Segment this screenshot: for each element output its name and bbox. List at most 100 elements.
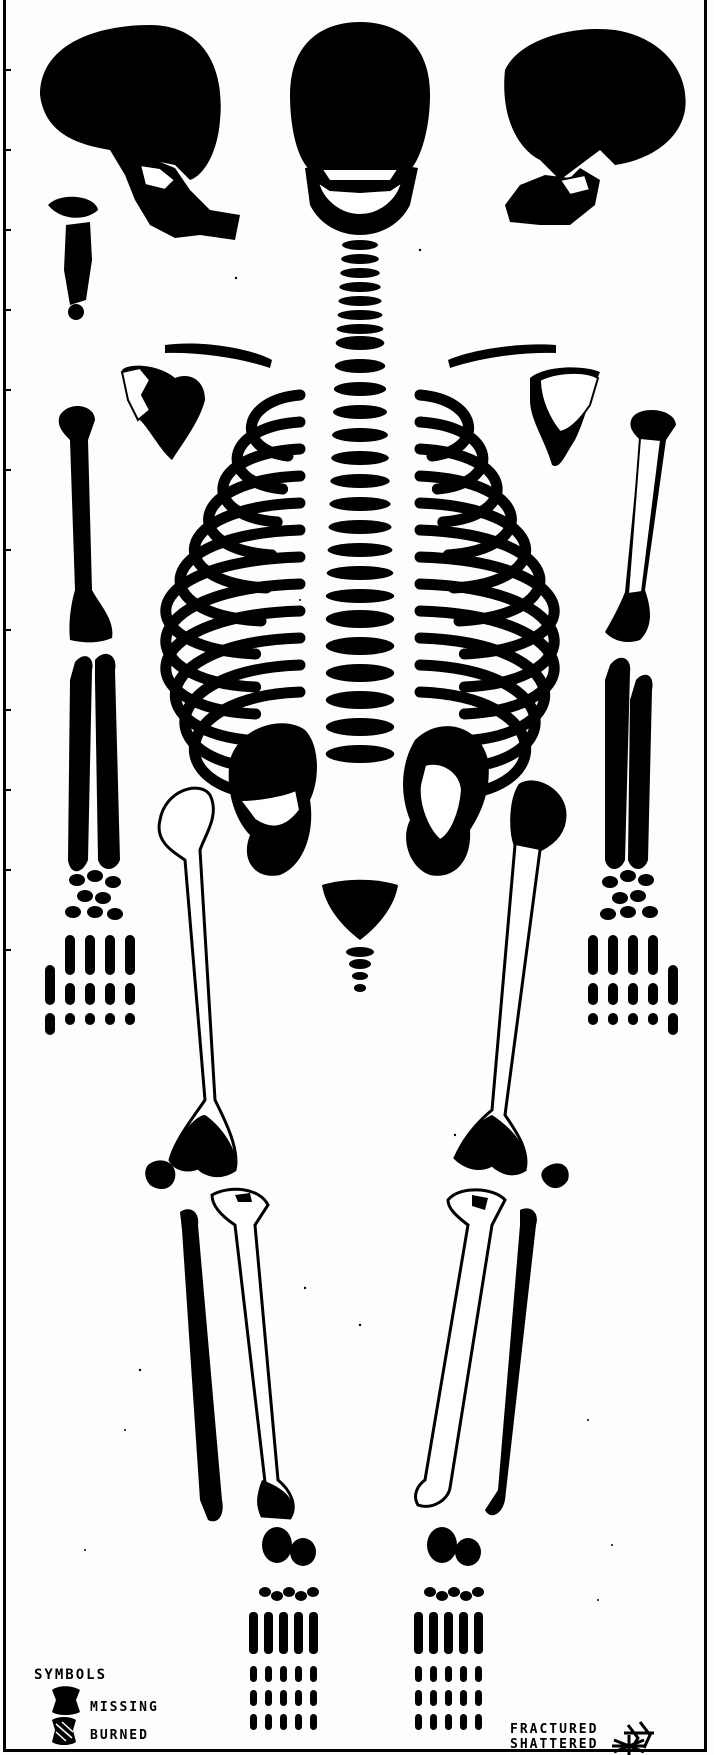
tarsal-bone <box>271 1591 283 1601</box>
carpal-bone <box>77 890 93 902</box>
phalanx <box>45 1013 55 1035</box>
phalanx <box>105 1013 115 1025</box>
phalanx <box>668 965 678 1005</box>
phalanx <box>125 935 135 975</box>
toe-phalanx <box>280 1666 287 1682</box>
carpal-bone <box>69 874 85 886</box>
tarsal-bone <box>307 1587 319 1597</box>
carpal-bone <box>602 876 618 888</box>
toe-phalanx <box>445 1666 452 1682</box>
coccyx <box>346 947 374 992</box>
sacrum <box>322 880 398 940</box>
legend-label-fractured: FRACTURED <box>510 1722 598 1737</box>
border-tick-marks <box>3 70 11 950</box>
phalanx <box>85 1013 95 1025</box>
legend-label-shattered: SHATTERED <box>510 1737 598 1752</box>
forearm-right-ulna <box>628 675 653 869</box>
phalanx <box>65 935 75 975</box>
metatarsal <box>414 1612 423 1654</box>
clavicle-right <box>448 344 556 368</box>
metatarsal <box>444 1612 453 1654</box>
phalanx <box>65 1013 75 1025</box>
humerus-left <box>59 406 113 642</box>
toe-phalanx <box>265 1690 272 1706</box>
tarsal-bone <box>283 1587 295 1597</box>
vertebra <box>331 451 389 465</box>
phalanx <box>608 983 618 1005</box>
femur-left <box>159 788 236 1176</box>
vertebra <box>338 296 381 306</box>
talus <box>455 1538 481 1566</box>
tarsal-bone <box>259 1587 271 1597</box>
shattered-symbol-icon <box>612 1735 646 1755</box>
forearm-right-radius <box>605 658 630 869</box>
toe-phalanx <box>250 1666 257 1682</box>
carpal-bone <box>87 906 103 918</box>
legend-label-missing: MISSING <box>90 1700 159 1715</box>
phalanx <box>608 1013 618 1025</box>
missing-symbol-icon <box>52 1686 80 1715</box>
vertebra <box>326 745 394 763</box>
foot-left <box>249 1527 319 1730</box>
calcaneus <box>427 1527 457 1563</box>
toe-phalanx <box>265 1666 272 1682</box>
toe-phalanx <box>460 1666 467 1682</box>
metatarsal <box>429 1612 438 1654</box>
vertebra <box>332 428 388 442</box>
vertebra <box>341 254 379 264</box>
tibia-left <box>212 1189 293 1518</box>
fibula-left <box>180 1209 223 1521</box>
hand-left <box>45 870 135 1035</box>
metatarsal <box>459 1612 468 1654</box>
talus <box>290 1538 316 1566</box>
vertebra <box>337 324 384 334</box>
hip-bone-right <box>403 726 489 876</box>
toe-phalanx <box>280 1714 287 1730</box>
forearm-left-radius <box>68 656 93 871</box>
toe-phalanx <box>430 1714 437 1730</box>
toe-phalanx <box>415 1714 422 1730</box>
vertebra <box>326 610 394 628</box>
phalanx <box>45 965 55 1005</box>
legend-label-burned: BURNED <box>90 1728 149 1743</box>
toe-phalanx <box>475 1714 482 1730</box>
vertebra <box>336 336 385 350</box>
tibia-right <box>416 1190 505 1506</box>
phalanx <box>648 1013 658 1025</box>
foot-right <box>414 1527 484 1730</box>
metatarsal <box>309 1612 318 1654</box>
calcaneus <box>262 1527 292 1563</box>
carpal-bone <box>638 874 654 886</box>
toe-phalanx <box>295 1690 302 1706</box>
metatarsal <box>474 1612 483 1654</box>
toe-phalanx <box>280 1690 287 1706</box>
patella-left <box>145 1160 175 1189</box>
toe-phalanx <box>250 1690 257 1706</box>
fibula-right <box>485 1208 537 1515</box>
carpal-bone <box>620 906 636 918</box>
vertebra <box>333 405 387 419</box>
toe-phalanx <box>415 1690 422 1706</box>
vertebra <box>326 691 394 709</box>
scapula-left <box>122 366 205 460</box>
toe-phalanx <box>415 1666 422 1682</box>
metatarsal <box>249 1612 258 1654</box>
carpal-bone <box>642 906 658 918</box>
vertebra <box>326 589 394 603</box>
toe-phalanx <box>475 1690 482 1706</box>
tarsal-bone <box>295 1591 307 1601</box>
skull-frontal <box>290 22 430 235</box>
vertebra <box>329 520 392 534</box>
carpal-bone <box>87 870 103 882</box>
carpal-bone <box>95 892 111 904</box>
carpal-bone <box>600 908 616 920</box>
vertebra <box>326 718 394 736</box>
toe-phalanx <box>250 1714 257 1730</box>
vertebra <box>330 474 389 488</box>
skull-right-lateral <box>504 29 685 225</box>
toe-phalanx <box>310 1666 317 1682</box>
toe-phalanx <box>445 1714 452 1730</box>
toe-phalanx <box>445 1690 452 1706</box>
phalanx <box>648 983 658 1005</box>
